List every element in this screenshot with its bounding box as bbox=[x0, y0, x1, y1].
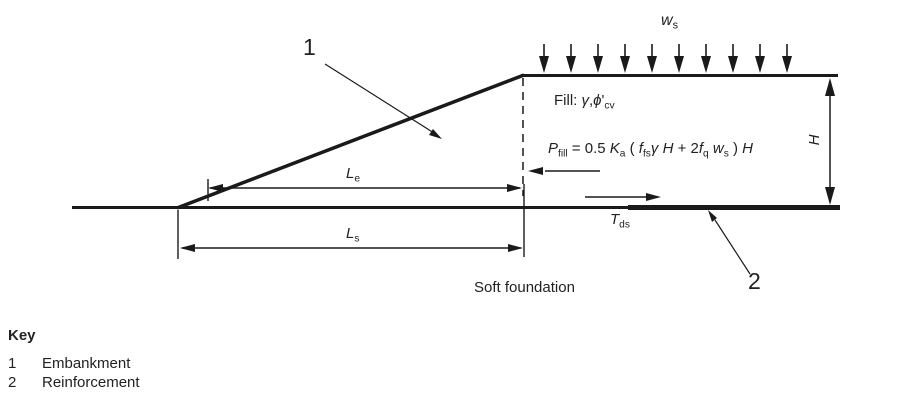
tds-label: Tds bbox=[610, 211, 630, 231]
leader-1 bbox=[324, 63, 442, 139]
down-arrow-icon bbox=[825, 187, 835, 205]
left-arrow-icon bbox=[528, 167, 543, 175]
down-arrow-icon bbox=[673, 43, 685, 74]
down-arrow-icon bbox=[646, 43, 658, 74]
ls-dimension-label: Ls bbox=[346, 225, 360, 245]
right-arrow-icon bbox=[507, 184, 522, 192]
key-item-number: 2 bbox=[8, 374, 17, 391]
callout-2: 2 bbox=[748, 268, 761, 294]
key-row: 1 Embankment bbox=[8, 354, 140, 373]
down-arrow-icon bbox=[727, 43, 739, 74]
surcharge-label: ws bbox=[661, 12, 678, 32]
arrowhead-icon bbox=[429, 129, 442, 139]
fill-properties-label: Fill: γ,ϕ'cv bbox=[554, 92, 615, 112]
embankment-slope-line bbox=[176, 73, 525, 210]
tds-arrow bbox=[585, 193, 661, 201]
pfill-equation: Pfill = 0.5 Ka ( ffsγ H + 2fq ws ) H bbox=[548, 140, 753, 160]
ls-dimension bbox=[180, 244, 523, 252]
key-item-label: Embankment bbox=[42, 355, 131, 372]
callout-1: 1 bbox=[303, 34, 316, 60]
left-arrow-icon bbox=[208, 184, 223, 192]
right-arrow-icon bbox=[646, 193, 661, 201]
up-arrow-icon bbox=[825, 78, 835, 96]
key-section: Key 1 Embankment 2 Reinforcement bbox=[8, 327, 140, 392]
le-dimension bbox=[208, 184, 522, 192]
down-arrow-icon bbox=[781, 43, 793, 74]
left-arrow-icon bbox=[180, 244, 195, 252]
h-dimension bbox=[825, 78, 835, 205]
right-arrow-icon bbox=[508, 244, 523, 252]
down-arrow-icon bbox=[619, 43, 631, 74]
le-dimension-label: Le bbox=[346, 165, 361, 185]
down-arrow-icon bbox=[754, 43, 766, 74]
key-row: 2 Reinforcement bbox=[8, 373, 140, 392]
arrowhead-icon bbox=[708, 210, 717, 222]
surcharge-arrows bbox=[538, 43, 793, 74]
key-title: Key bbox=[8, 327, 36, 344]
down-arrow-icon bbox=[565, 43, 577, 74]
key-item-label: Reinforcement bbox=[42, 374, 140, 391]
soft-foundation-label: Soft foundation bbox=[474, 279, 575, 296]
h-dimension-label: H bbox=[806, 134, 823, 146]
pfill-arrow bbox=[528, 167, 600, 175]
down-arrow-icon bbox=[592, 43, 604, 74]
leader-2 bbox=[708, 210, 751, 275]
key-item-number: 1 bbox=[8, 355, 17, 372]
down-arrow-icon bbox=[538, 43, 550, 74]
down-arrow-icon bbox=[700, 43, 712, 74]
